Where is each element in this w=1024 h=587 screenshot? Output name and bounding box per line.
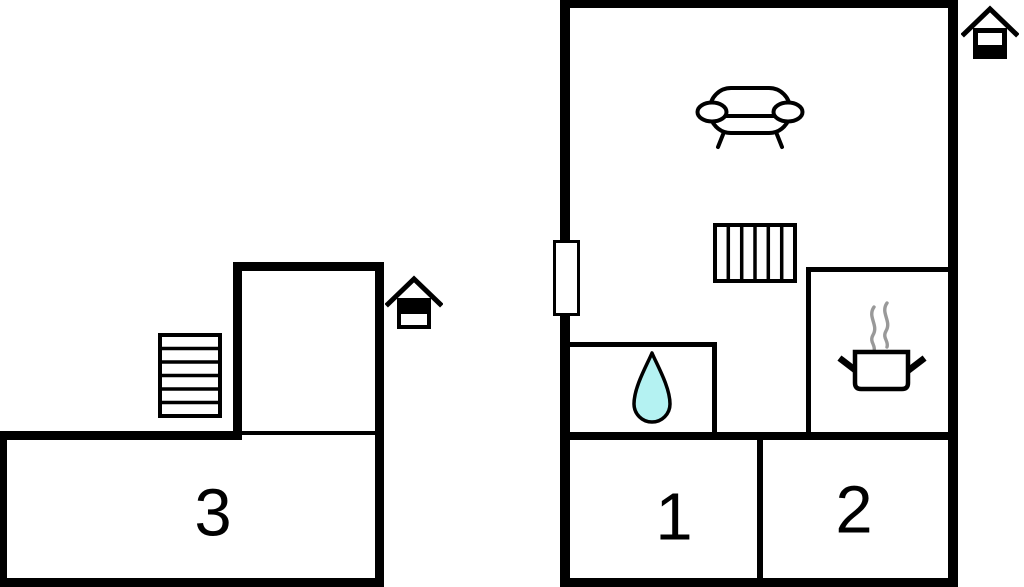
house-ground-level-icon [961,5,1019,59]
upper-plan-room-divider [240,431,377,435]
window-door-marker [553,240,580,316]
ground-plan-top-wall [560,0,958,8]
upper-plan-left-wall [233,262,242,436]
ground-plan-bottom-wall [560,578,958,587]
bathroom-wall-vertical [712,342,717,437]
radiator-icon [713,223,797,283]
upper-plan-lower-top-wall [0,431,242,440]
water-drop-icon [632,351,672,424]
house-upper-level-icon [385,275,443,329]
upper-plan-right-wall [375,262,384,587]
bedrooms-top-wall [565,432,948,440]
room-2-label: 2 [835,472,873,548]
stairs-icon [158,333,222,418]
kitchen-wall-horizontal [806,267,948,272]
sofa-icon [695,86,805,149]
bedrooms-divider-wall [757,436,763,582]
room-1-label: 1 [655,479,693,555]
kitchen-wall-vertical [806,267,811,437]
bathroom-wall-horizontal [565,342,717,347]
room-3-label: 3 [194,475,232,551]
upper-plan-top-wall [233,262,384,271]
ground-plan-right-wall [948,0,958,587]
upper-plan-lower-left-wall [0,431,7,587]
upper-plan-bottom-wall [0,578,384,587]
cooking-pot-with-steam-icon [837,301,927,392]
